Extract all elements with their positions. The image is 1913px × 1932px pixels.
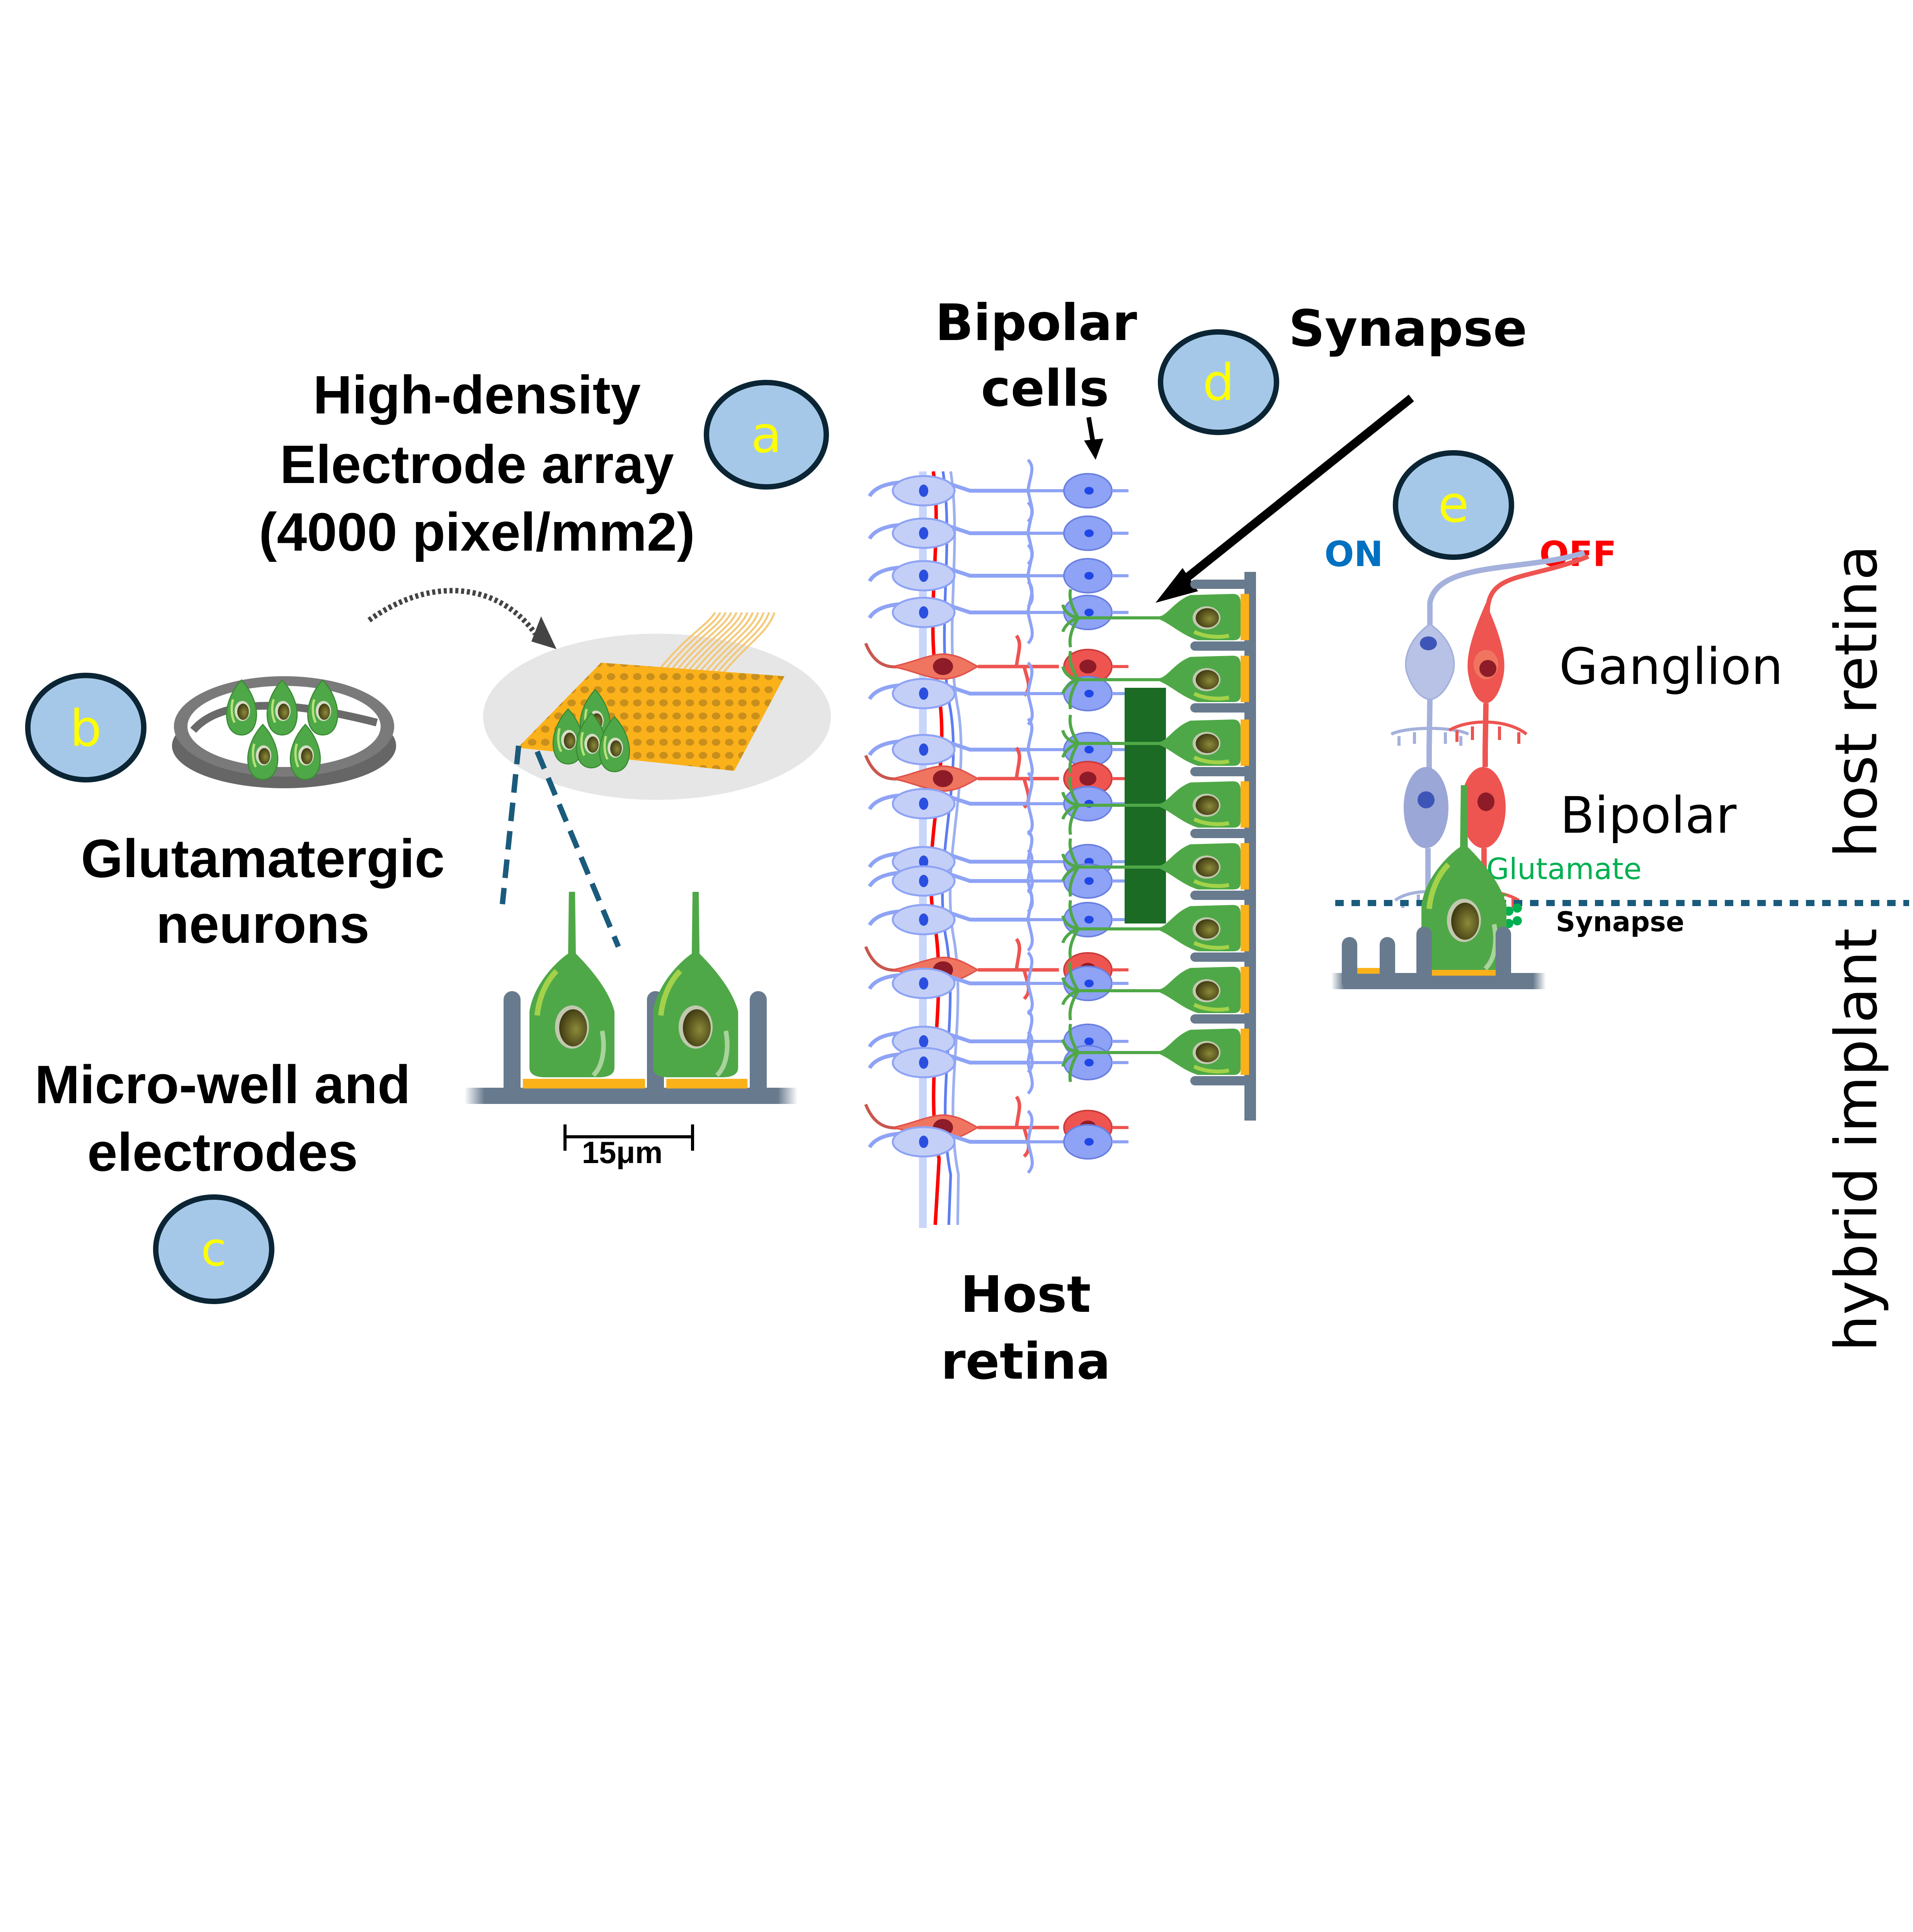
panel-c-label-line-2: electrodes — [87, 1122, 358, 1182]
panel-e: e ON OFF — [1324, 450, 1909, 1352]
badge-d: d — [1158, 329, 1279, 435]
badge-b-letter: b — [70, 699, 102, 758]
badge-d-letter: d — [1203, 353, 1235, 412]
panel-a: High-density Electrode array (4000 pixel… — [259, 364, 831, 948]
host-retina-label-line-2: retina — [941, 1332, 1110, 1391]
badge-b: b — [25, 673, 146, 782]
panel-b-label-line-2: neurons — [156, 894, 369, 954]
ganglion-label: Ganglion — [1559, 637, 1783, 696]
panel-b-label-line-1: Glutamatergic — [81, 828, 444, 889]
on-label: ON — [1324, 534, 1383, 575]
scale-bar-label: 15μm — [582, 1135, 662, 1170]
synapse-label: Synapse — [1288, 299, 1527, 358]
transfer-arrow-icon — [367, 588, 538, 636]
panel-d: Bipolar cells d Synapse — [866, 293, 1527, 1391]
badge-a: a — [704, 380, 829, 490]
badge-a-letter: a — [751, 405, 782, 464]
glutamate-vesicles-icon — [1504, 903, 1522, 928]
host-retina-label-line-1: Host — [960, 1265, 1091, 1324]
hybrid-implant-vertical-label: hybrid implant — [1823, 928, 1890, 1352]
electrode-array-illustration — [483, 612, 831, 948]
transfer-arrowhead-icon — [531, 616, 557, 649]
bipolar-label: Bipolar — [1560, 786, 1737, 845]
badge-c-letter: c — [201, 1223, 226, 1277]
bipolar-cells-label-line-2: cells — [981, 359, 1109, 418]
badge-e: e — [1393, 450, 1514, 560]
panel-c: Micro-well and electrodes c 15μm — [35, 892, 798, 1304]
glutamate-label: Glutamate — [1486, 852, 1642, 886]
panel-c-label-line-1: Micro-well and — [35, 1054, 410, 1115]
implant-illustration — [1063, 572, 1256, 1121]
host-retina-vertical-label: host retina — [1823, 545, 1890, 858]
badge-c: c — [153, 1194, 274, 1304]
badge-e-letter: e — [1438, 475, 1469, 534]
panel-a-title-line-2: Electrode array — [280, 434, 674, 495]
synapse-pointer-arrow-icon — [1172, 395, 1414, 591]
microwell-illustration: 15μm — [465, 892, 798, 1170]
synapse-small-label: Synapse — [1556, 906, 1684, 938]
hybrid-implant-cell-illustration — [1331, 785, 1546, 989]
panel-a-title-line-1: High-density — [313, 364, 641, 425]
retina-illustration — [866, 460, 1128, 1228]
bipolar-cells-label-line-1: Bipolar — [935, 293, 1137, 352]
culture-dish-illustration — [172, 676, 396, 788]
panel-b: b Glutamatergic neurons — [25, 673, 445, 954]
panel-a-title-line-3: (4000 pixel/mm2) — [259, 502, 695, 562]
